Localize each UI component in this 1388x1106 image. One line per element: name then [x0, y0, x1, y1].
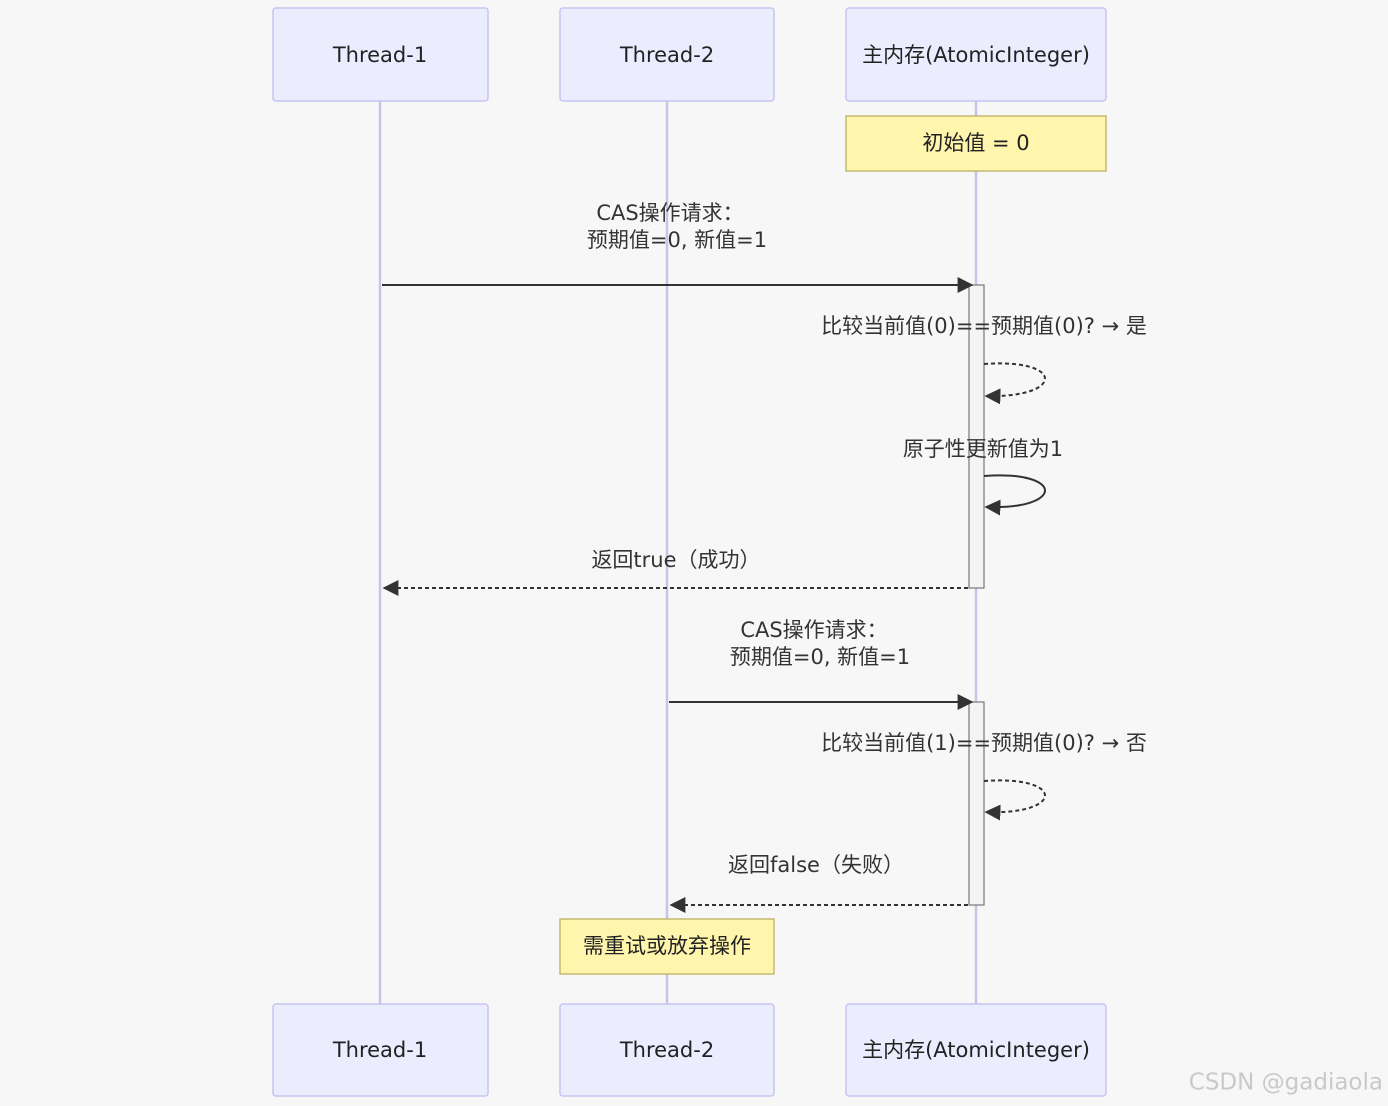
actor-thread-2-top: Thread-2	[559, 7, 775, 102]
message-label: 比较当前值(1)==预期值(0)? → 否	[821, 731, 1147, 755]
message-label: CAS操作请求：	[740, 618, 887, 642]
message-label: 预期值=0, 新值=1	[587, 228, 767, 252]
note-retry: 需重试或放弃操作	[559, 918, 775, 975]
actor-label: 主内存(AtomicInteger)	[862, 1038, 1090, 1062]
actor-thread-1-top: Thread-1	[272, 7, 489, 102]
self-loop-arrow	[983, 474, 1046, 516]
actor-thread-1-bottom: Thread-1	[272, 1003, 489, 1097]
message-label: 原子性更新值为1	[903, 437, 1063, 461]
actor-label: Thread-2	[619, 43, 714, 67]
self-message-atomic-update: 原子性更新值为1	[903, 437, 1063, 516]
message-cas-request-2: CAS操作请求： 预期值=0, 新值=1	[669, 618, 974, 710]
note-initial-value: 初始值 = 0	[845, 115, 1107, 172]
self-message-compare-fail: 比较当前值(1)==预期值(0)? → 否	[821, 731, 1147, 821]
note-label: 需重试或放弃操作	[583, 934, 751, 958]
actor-thread-2-bottom: Thread-2	[559, 1003, 775, 1097]
message-label: 返回false（失败）	[728, 853, 904, 877]
actor-label: Thread-1	[332, 1038, 427, 1062]
actor-main-memory-top: 主内存(AtomicInteger)	[845, 7, 1107, 102]
actor-main-memory-bottom: 主内存(AtomicInteger)	[845, 1003, 1107, 1097]
message-cas-request-1: CAS操作请求： 预期值=0, 新值=1	[382, 201, 974, 293]
self-message-compare-ok: 比较当前值(0)==预期值(0)? → 是	[821, 314, 1147, 405]
actor-label: Thread-2	[619, 1038, 714, 1062]
actor-label: Thread-1	[332, 43, 427, 67]
actor-label: 主内存(AtomicInteger)	[862, 43, 1090, 67]
message-return-true: 返回true（成功）	[382, 548, 968, 596]
watermark: CSDN @gadiaola	[1189, 1070, 1383, 1096]
self-loop-arrow	[983, 779, 1046, 821]
self-loop-arrow	[983, 362, 1046, 405]
message-label: CAS操作请求：	[596, 201, 743, 225]
message-return-false: 返回false（失败）	[669, 853, 968, 913]
activation-bar-2	[968, 701, 985, 906]
message-label: 预期值=0, 新值=1	[730, 645, 910, 669]
note-label: 初始值 = 0	[922, 131, 1029, 155]
message-label: 返回true（成功）	[591, 548, 760, 572]
activation-bar-1	[968, 284, 985, 589]
message-label: 比较当前值(0)==预期值(0)? → 是	[821, 314, 1147, 338]
